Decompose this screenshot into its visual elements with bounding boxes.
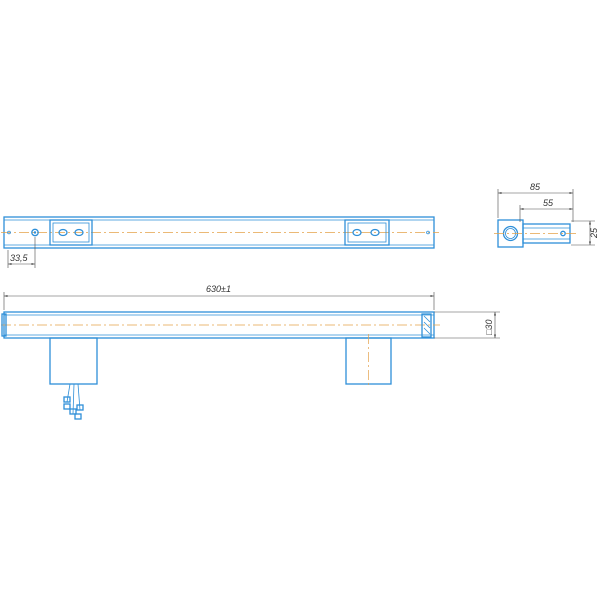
top-view-right-bracket-inner: [347, 222, 387, 243]
dim-bracket-label: 55: [543, 198, 554, 208]
dim-height-label: 25: [589, 227, 599, 239]
top-view-left-bracket-plate: [49, 219, 93, 246]
dim-length-label: 630±1: [206, 284, 231, 294]
wire-connector-5: [74, 413, 82, 420]
front-view-right-end-cap-hatching: [423, 315, 431, 335]
top-view-mounting-hole: [31, 228, 39, 237]
top-view-right-bracket-slot-1: [352, 228, 362, 237]
front-view-left-leg: [49, 337, 98, 385]
top-view-left-bracket-inner: [52, 222, 90, 243]
wire-connector-3: [69, 408, 77, 415]
top-view-right-bracket-plate: [344, 219, 390, 246]
dim-left-hole-label: 33,5: [10, 253, 29, 263]
side-view: 85 55 25: [494, 182, 599, 248]
wire-1: [66, 383, 71, 403]
dim-total-width-label: 85: [530, 182, 541, 192]
top-view-left-end-hole: [7, 230, 11, 235]
wire-3: [77, 383, 81, 411]
side-view-bracket-hole: [560, 230, 566, 237]
wire-connector-2: [63, 403, 71, 410]
front-view-left-end-cap: [1, 313, 7, 337]
top-view-right-end-hole: [426, 230, 430, 235]
front-view: 630±1 □30: [1, 284, 500, 420]
front-view-right-end-cap: [421, 313, 432, 338]
wire-connector-4: [76, 404, 84, 411]
wire-connector-1: [63, 396, 71, 403]
dim-section-label: □30: [484, 320, 494, 335]
top-view: 33,5: [1, 216, 439, 268]
top-view-left-bracket-slot-1: [58, 228, 68, 237]
top-view-left-bracket-slot-2: [74, 228, 84, 237]
top-view-right-bracket-slot-2: [370, 228, 380, 237]
top-view-mounting-hole-center: [33, 231, 37, 234]
